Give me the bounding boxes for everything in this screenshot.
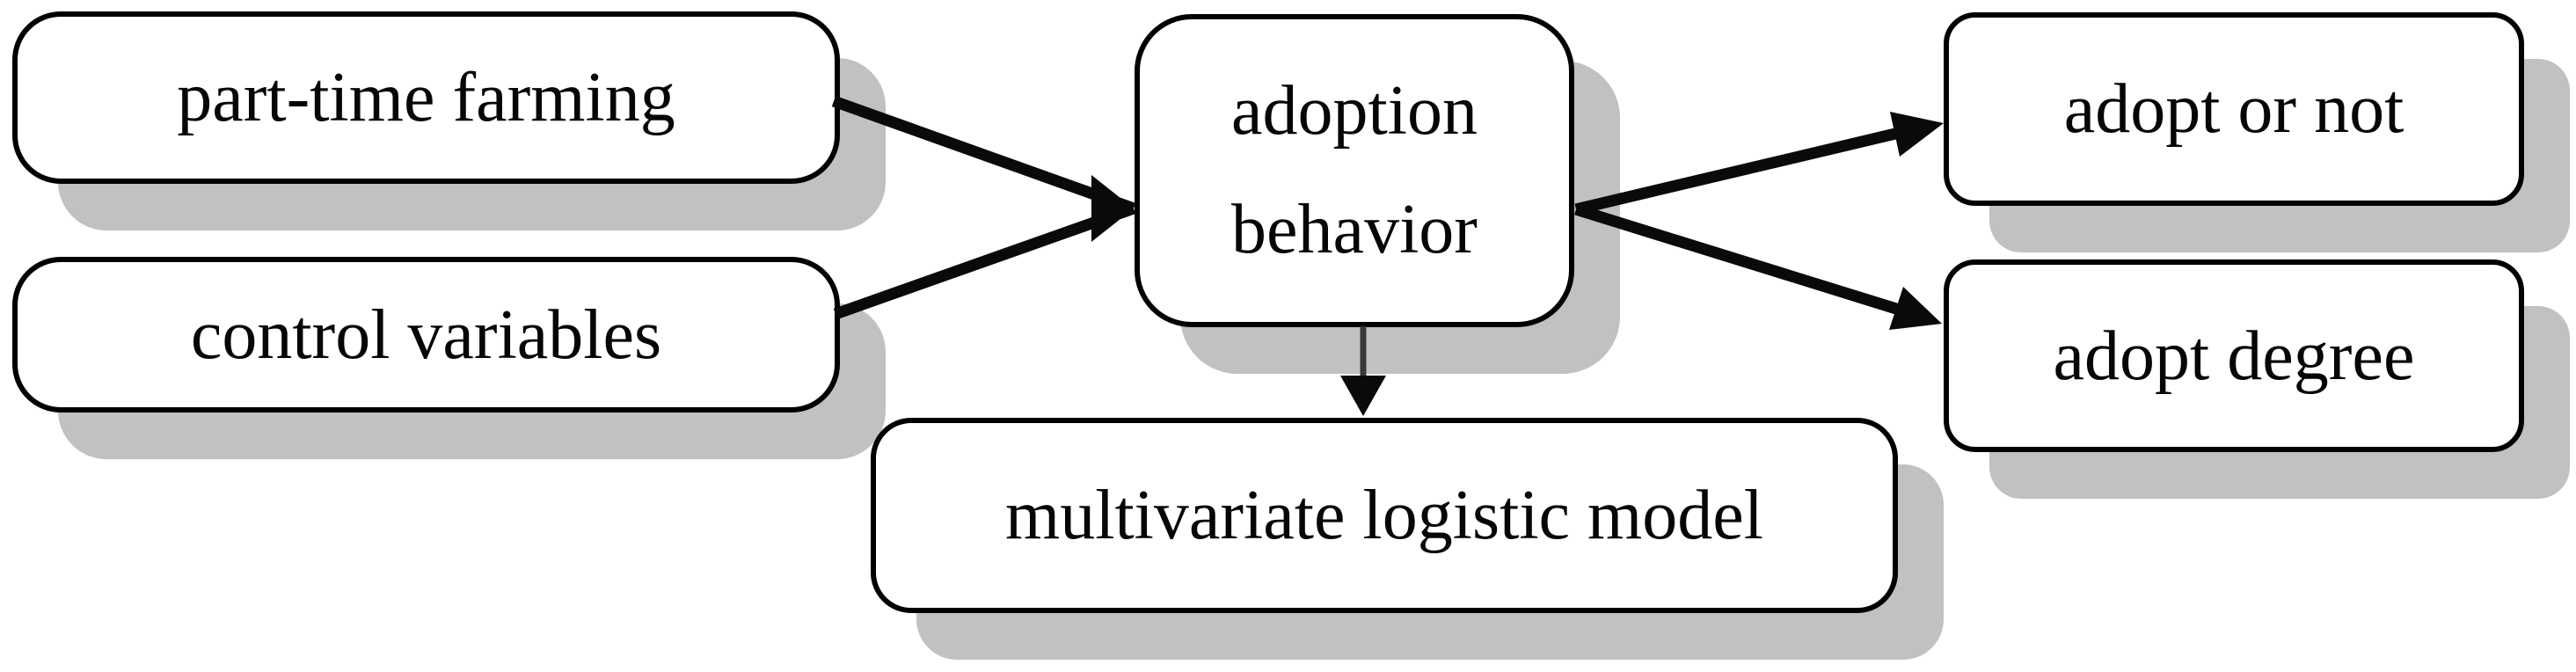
arrowhead-into-multivariate-logistic-model [1340, 376, 1386, 416]
arrowhead-into-adopt-degree [1889, 287, 1942, 330]
node-adopt-or-not: adopt or not [1944, 12, 2524, 206]
node-control-variables: control variables [12, 257, 840, 413]
edge-control-variables-to-adoption-behavior [833, 202, 1136, 320]
node-control-variables-label: control variables [190, 296, 662, 374]
node-adopt-or-not-label: adopt or not [2063, 70, 2405, 148]
node-adoption-behavior: adoption behavior [1135, 14, 1574, 327]
node-part-time-farming: part-time farming [12, 11, 840, 184]
node-multivariate-logistic-model: multivariate logistic model [871, 418, 1898, 613]
node-adoption-behavior-label-line1: adoption [1231, 72, 1478, 150]
node-multivariate-logistic-model-label: multivariate logistic model [1004, 477, 1764, 554]
edge-part-time-farming-to-adoption-behavior [831, 95, 1136, 215]
node-adopt-degree: adopt degree [1944, 259, 2524, 452]
arrowhead-into-adoption-behavior [1091, 175, 1134, 242]
arrowhead-into-adopt-or-not [1890, 112, 1944, 157]
node-part-time-farming-label: part-time farming [177, 59, 675, 136]
node-adoption-behavior-label-line2: behavior [1231, 191, 1478, 268]
node-adopt-degree-label: adopt degree [2053, 317, 2415, 395]
edge-adoption-behavior-to-adopt-degree [1574, 203, 1898, 315]
edge-adoption-behavior-to-adopt-or-not [1574, 128, 1897, 215]
